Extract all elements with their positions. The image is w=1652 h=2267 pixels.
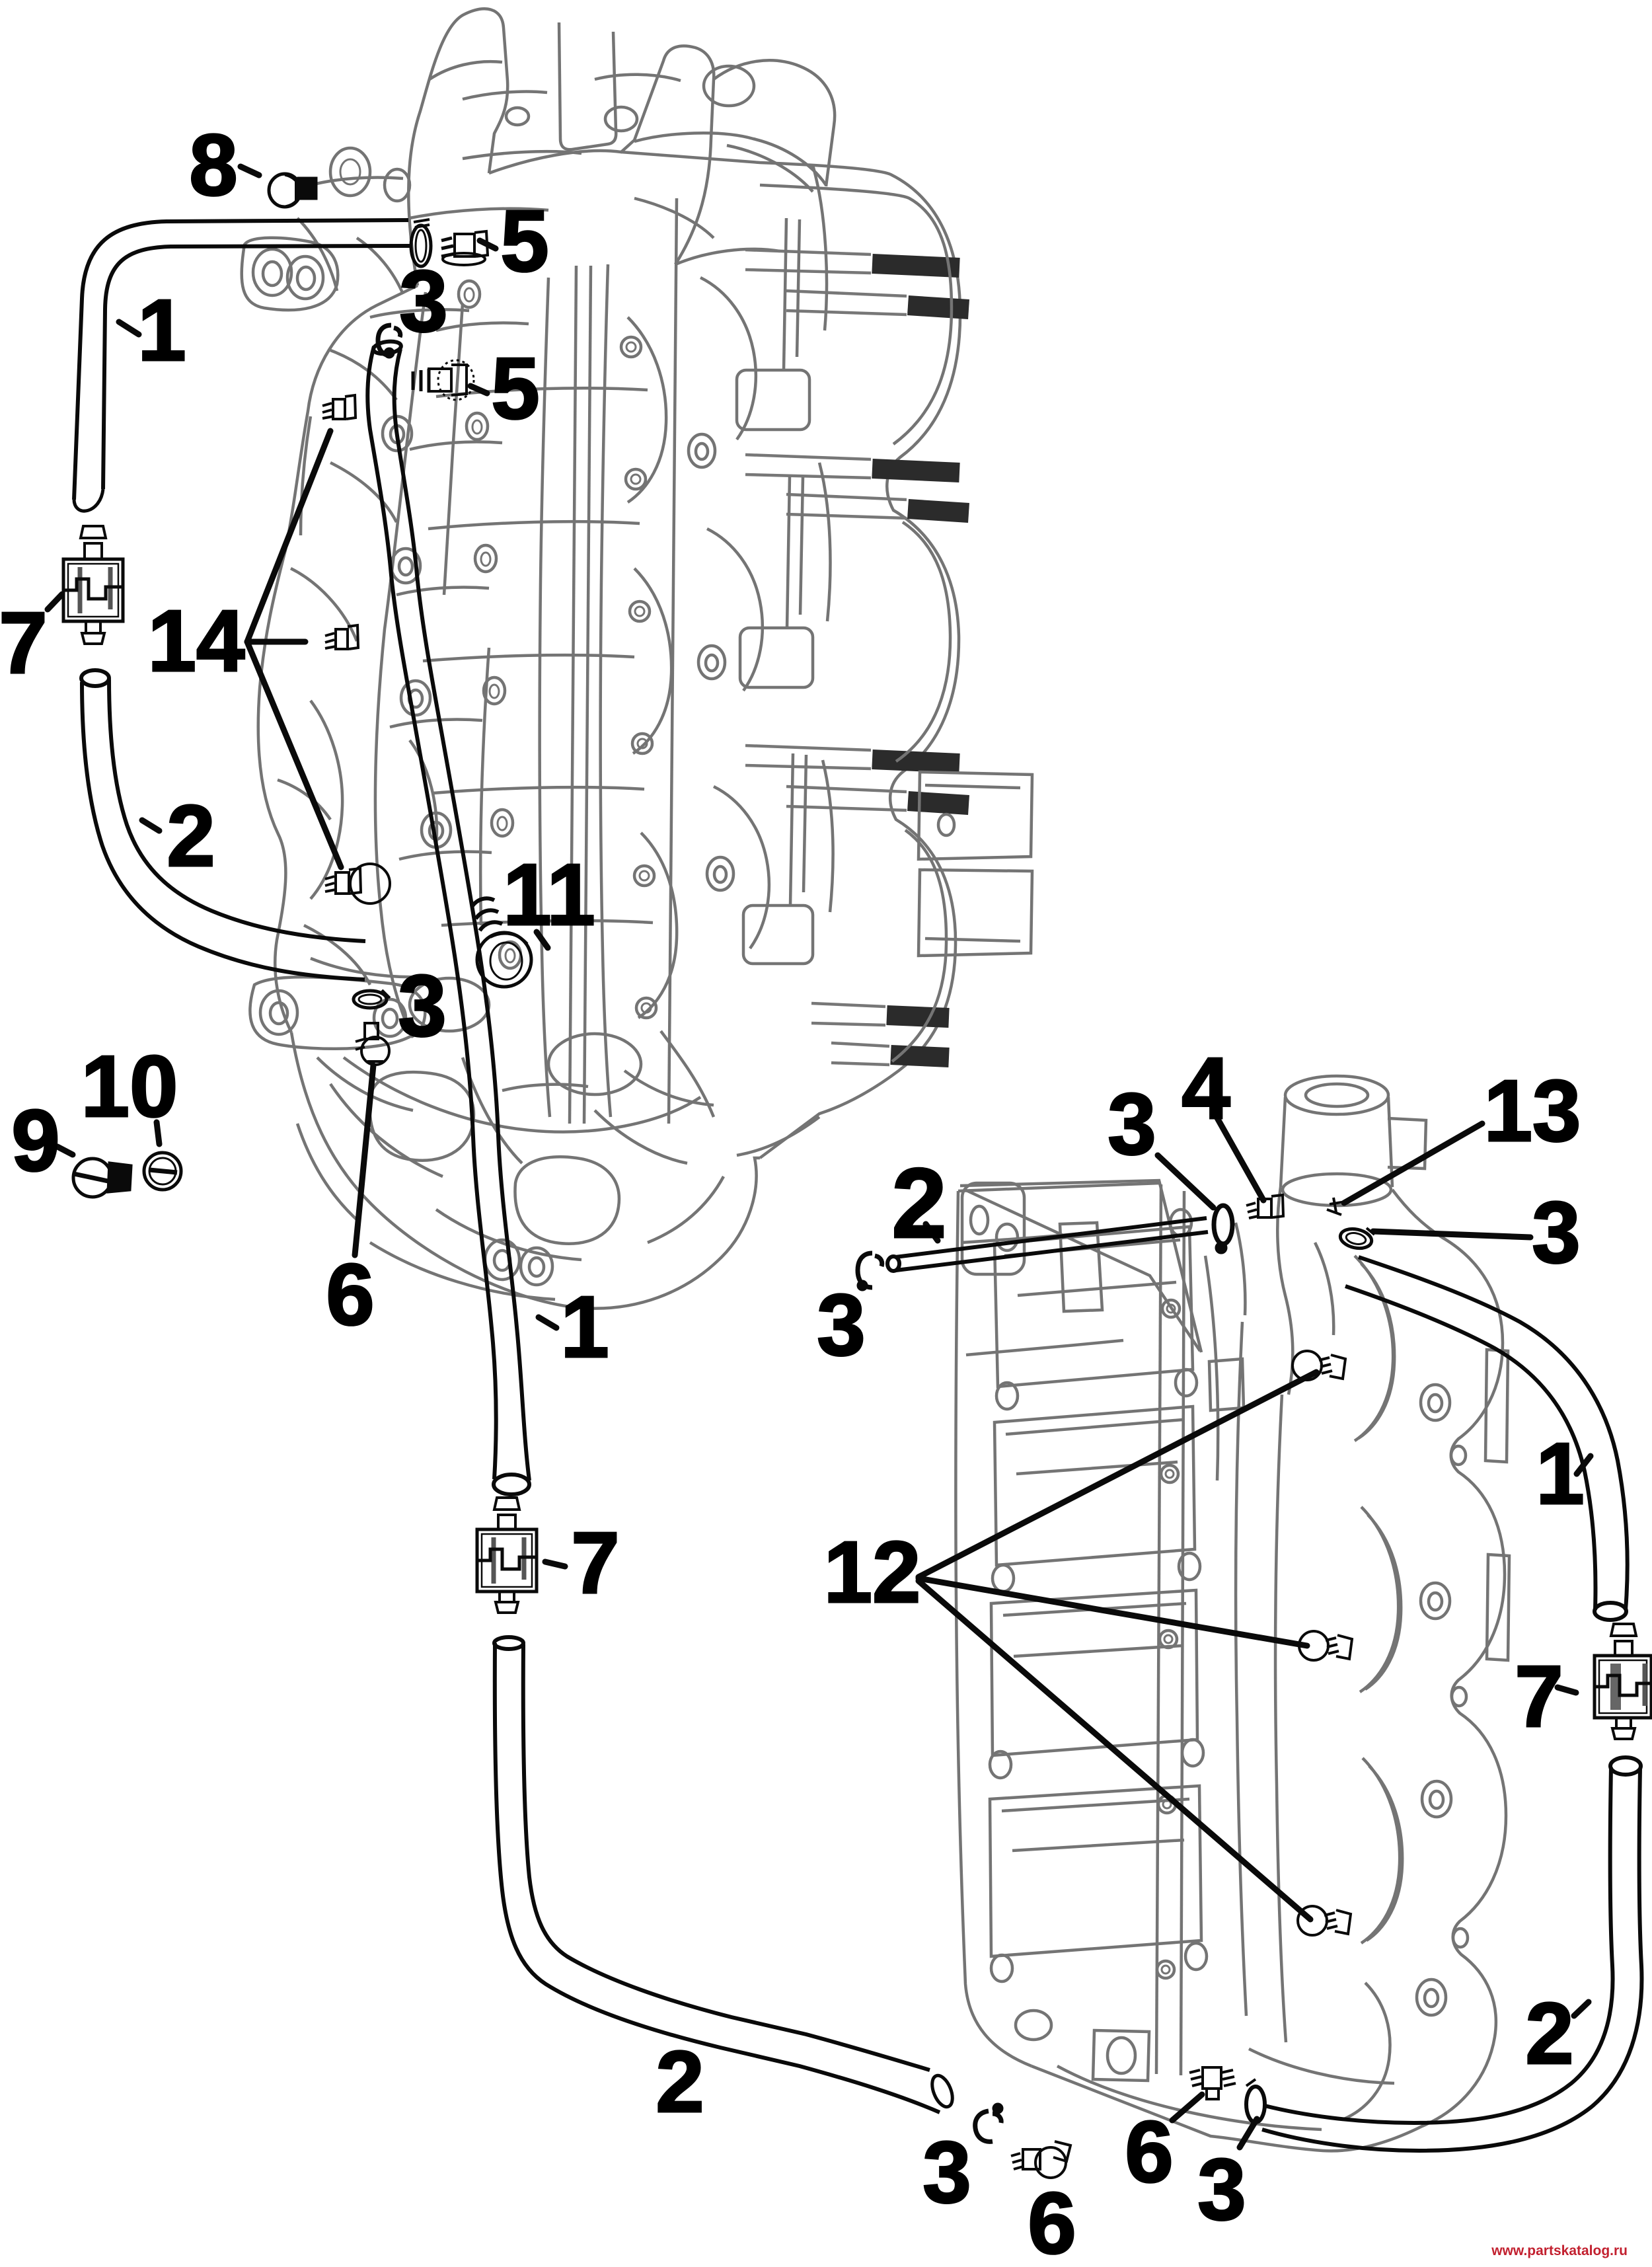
svg-text:8: 8 bbox=[189, 116, 237, 213]
svg-text:www.partskatalog.ru: www.partskatalog.ru bbox=[1491, 2243, 1628, 2258]
svg-text:9: 9 bbox=[11, 1092, 59, 1189]
svg-text:5: 5 bbox=[491, 340, 539, 437]
svg-text:11: 11 bbox=[503, 846, 595, 943]
svg-text:7: 7 bbox=[571, 1514, 619, 1611]
svg-text:7: 7 bbox=[0, 594, 48, 691]
svg-text:2: 2 bbox=[891, 1147, 946, 1258]
svg-text:5: 5 bbox=[500, 192, 548, 289]
svg-text:14: 14 bbox=[148, 592, 245, 689]
svg-text:2: 2 bbox=[656, 2033, 704, 2130]
svg-text:2: 2 bbox=[1525, 1985, 1573, 2082]
svg-text:4: 4 bbox=[1182, 1040, 1230, 1137]
svg-text:6: 6 bbox=[1028, 2174, 1076, 2267]
svg-text:3: 3 bbox=[1532, 1184, 1580, 1281]
svg-text:3: 3 bbox=[399, 252, 447, 350]
svg-text:1: 1 bbox=[560, 1278, 609, 1375]
svg-text:12: 12 bbox=[824, 1523, 921, 1621]
svg-text:10: 10 bbox=[81, 1038, 178, 1135]
svg-text:1: 1 bbox=[1536, 1425, 1584, 1522]
svg-text:7: 7 bbox=[1515, 1648, 1563, 1745]
svg-text:6: 6 bbox=[1125, 2103, 1173, 2200]
svg-text:13: 13 bbox=[1484, 1062, 1581, 1159]
svg-text:3: 3 bbox=[817, 1276, 865, 1373]
svg-text:1: 1 bbox=[137, 282, 186, 379]
svg-text:3: 3 bbox=[1108, 1075, 1156, 1172]
svg-text:2: 2 bbox=[167, 787, 215, 884]
svg-text:3: 3 bbox=[922, 2124, 971, 2221]
svg-text:6: 6 bbox=[326, 1246, 374, 1343]
svg-text:3: 3 bbox=[398, 957, 446, 1054]
svg-text:3: 3 bbox=[1197, 2141, 1246, 2238]
